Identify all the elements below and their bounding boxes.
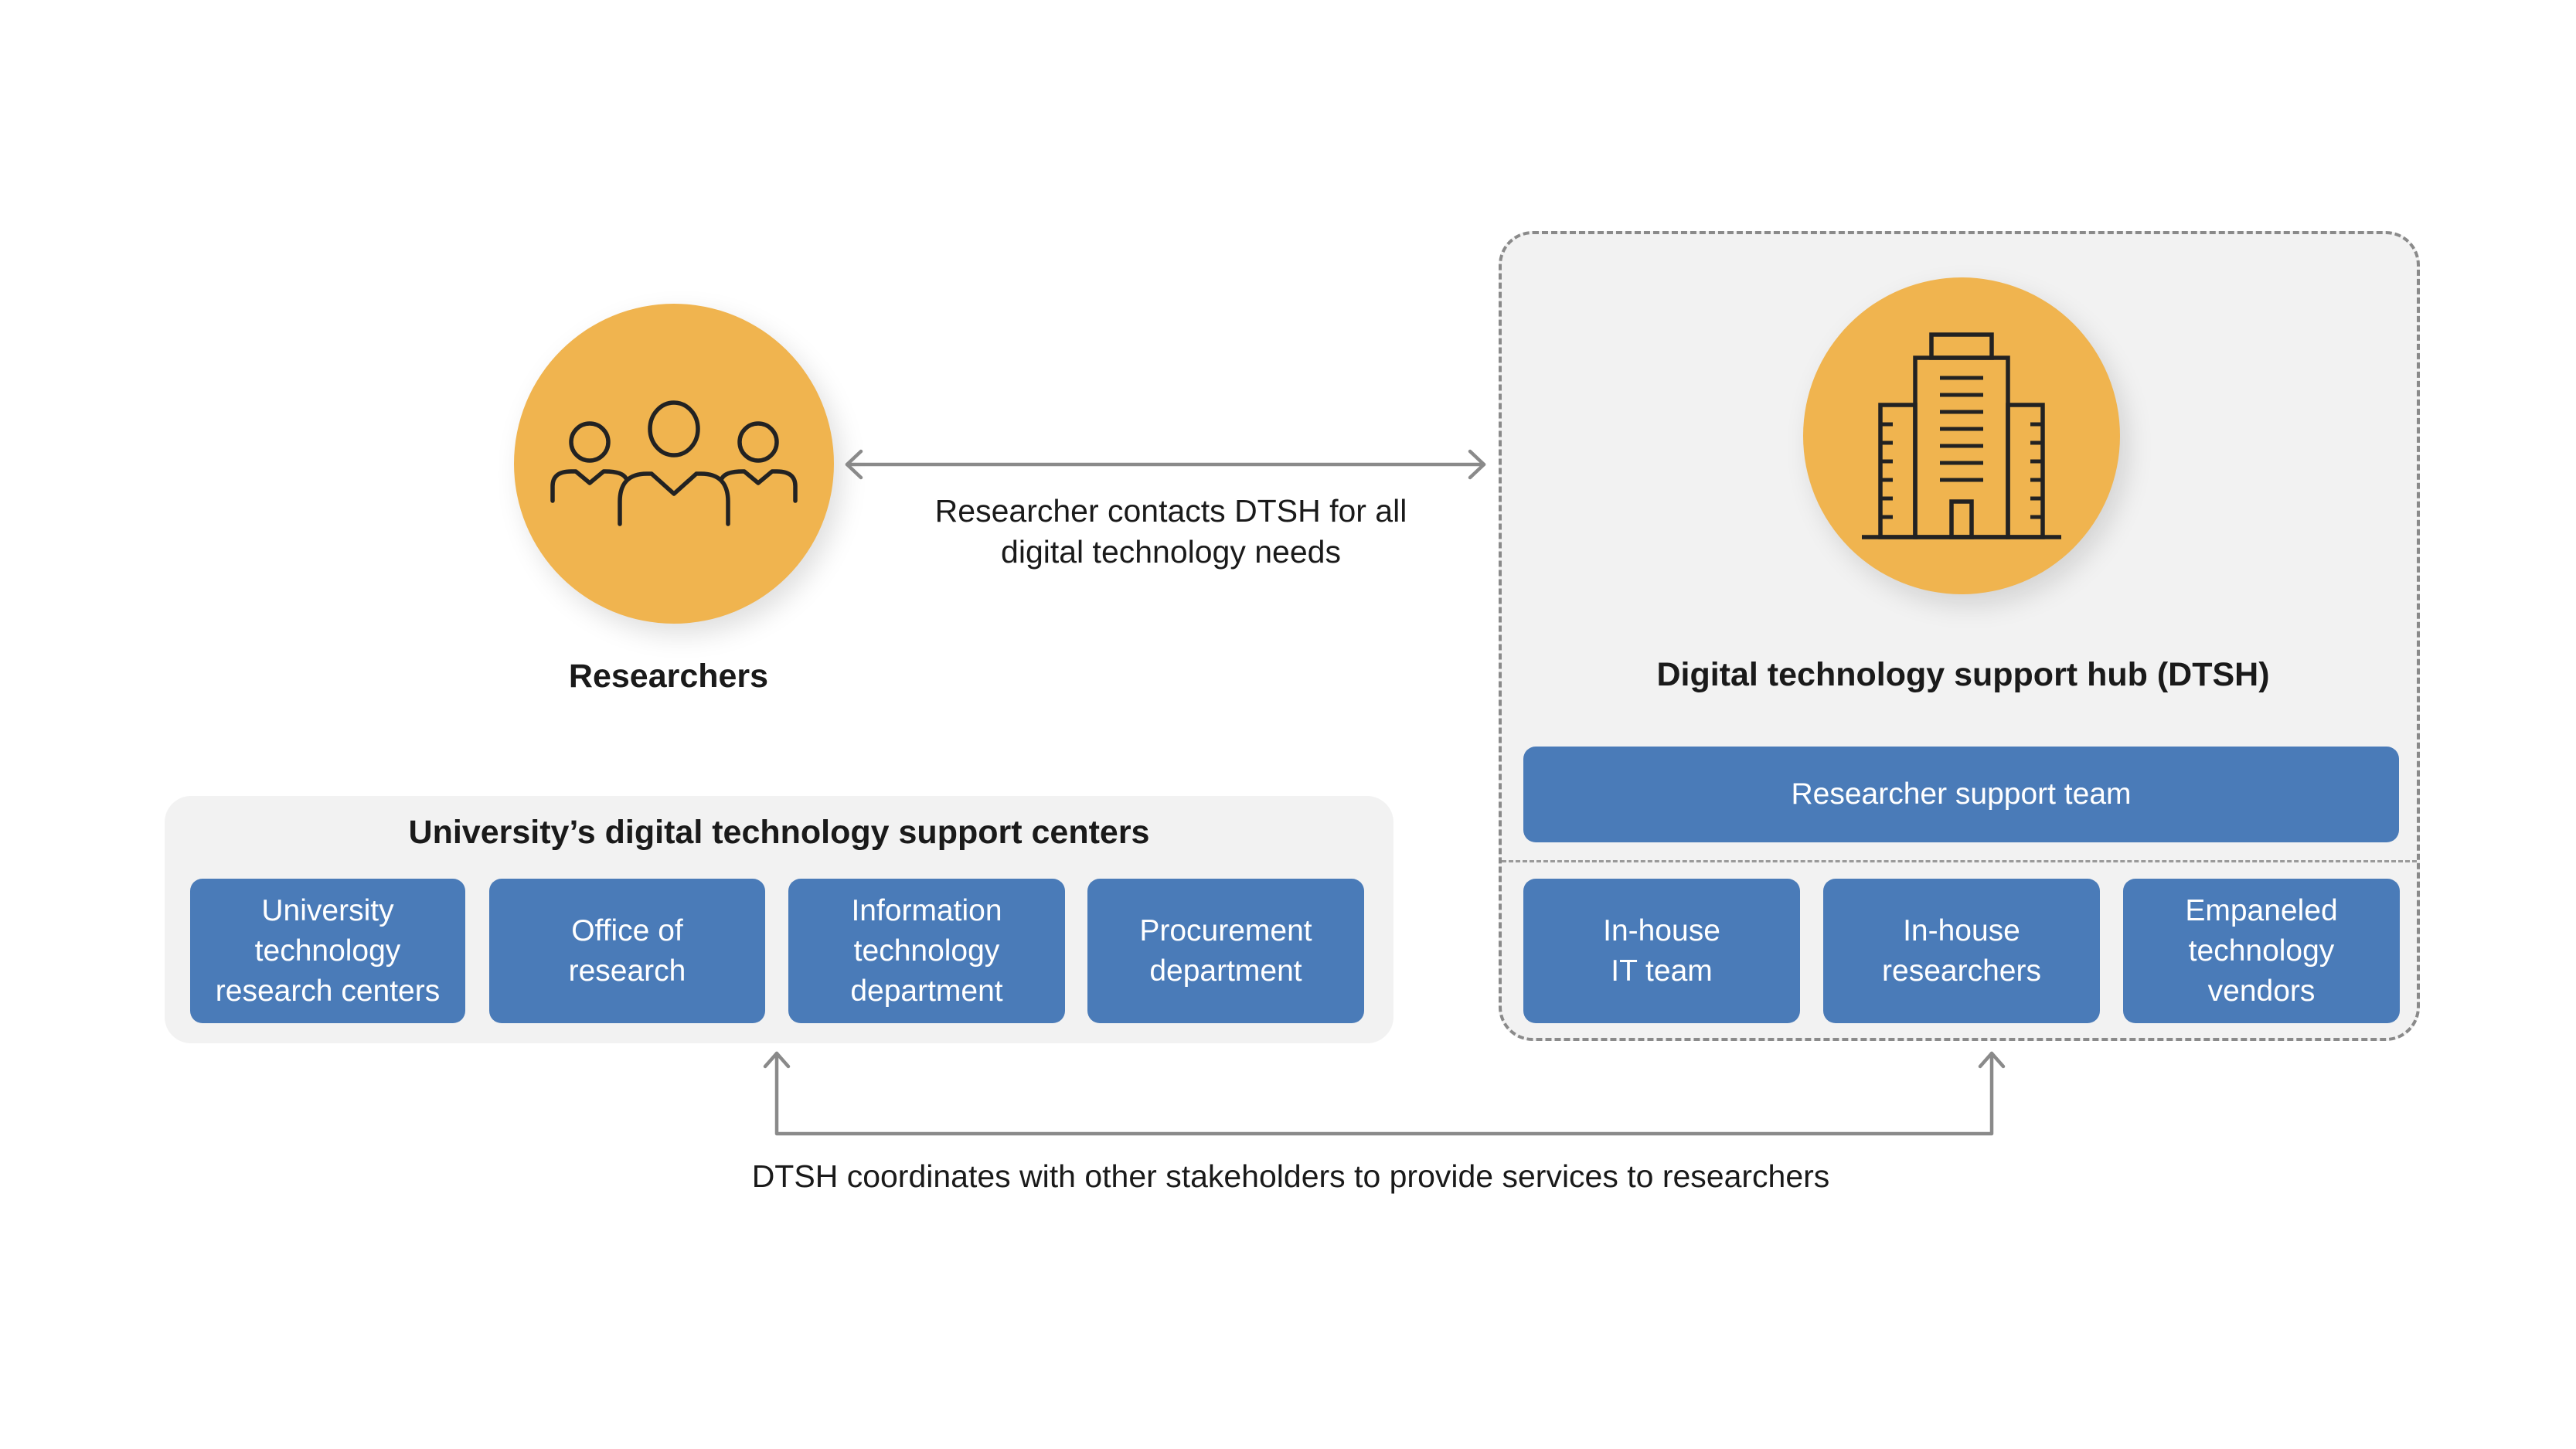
- arrowhead-up-icon: [1978, 1051, 2006, 1069]
- dtsh-title: Digital technology support hub (DTSH): [1656, 656, 2270, 693]
- researchers-title: Researchers: [568, 658, 769, 695]
- people-group-icon: [550, 400, 798, 526]
- dtsh-university-edge-label: DTSH coordinates with other stakeholders…: [751, 1158, 1830, 1194]
- university-member-label: Procurement department: [1139, 913, 1312, 988]
- dtsh-divider: [1502, 860, 2417, 862]
- coordination-connector: [774, 1051, 1994, 1136]
- researcher-support-team-label: Researcher support team: [1791, 777, 2132, 811]
- office-building-icon: [1862, 332, 2061, 539]
- university-panel-title: University’s digital technology support …: [408, 814, 1150, 851]
- dtsh-member-label: In-house IT team: [1603, 913, 1720, 988]
- university-member-label: Office of research: [568, 913, 686, 988]
- university-member-label: University technology research centers: [215, 893, 441, 1008]
- researchers-dtsh-edge-label: Researcher contacts DTSH for all digital…: [934, 493, 1407, 570]
- researcher-support-team-box: Researcher support team: [1523, 747, 2399, 842]
- dtsh-member-box: In-house IT team: [1523, 879, 1800, 1023]
- dtsh-member-label: Empaneled technology vendors: [2185, 893, 2338, 1008]
- dtsh-member-box: In-house researchers: [1823, 879, 2100, 1023]
- arrowhead-left-icon: [845, 449, 863, 480]
- university-member-box: Information technology department: [788, 879, 1065, 1023]
- university-member-box: University technology research centers: [190, 879, 465, 1023]
- university-member-box: Procurement department: [1087, 879, 1364, 1023]
- dtsh-node: [1803, 277, 2120, 594]
- dtsh-member-label: In-house researchers: [1882, 913, 2041, 988]
- arrowhead-up-icon: [763, 1051, 791, 1069]
- university-member-box: Office of research: [489, 879, 765, 1023]
- arrowhead-right-icon: [1468, 449, 1486, 480]
- university-member-label: Information technology department: [850, 893, 1003, 1008]
- dtsh-member-box: Empaneled technology vendors: [2123, 879, 2400, 1023]
- researchers-node: [514, 304, 834, 624]
